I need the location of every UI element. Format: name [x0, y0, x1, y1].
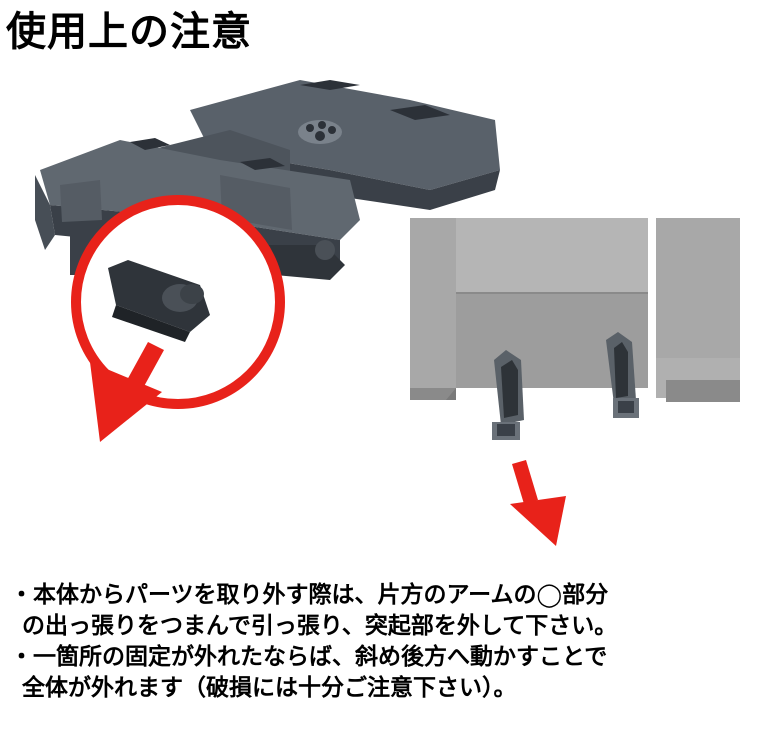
part-illustration: [35, 80, 500, 442]
base-block: [410, 218, 740, 402]
arrow-down-left-icon: [90, 342, 164, 442]
tab-right: [606, 332, 639, 418]
instruction-text: ・本体からパーツを取り外す際は、片方のアームの◯部分 の出っ張りをつまんで引っ張…: [10, 580, 755, 704]
base-illustration: [410, 218, 740, 546]
arrow-down-right-icon: [510, 460, 566, 546]
tab-left: [492, 350, 524, 440]
instruction-line-2: の出っ張りをつまんで引っ張り、突起部を外して下さい。: [22, 613, 618, 639]
magnifier-circle: [71, 195, 285, 409]
page-title: 使用上の注意: [6, 9, 252, 55]
instruction-line-4: 全体が外れます（破損には十分ご注意下さい）。: [22, 675, 517, 701]
instruction-line-1: ・本体からパーツを取り外す際は、片方のアームの◯部分: [10, 582, 609, 608]
instruction-line-3: ・一箇所の固定が外れたならば、斜め後方へ動かすことで: [10, 644, 608, 670]
